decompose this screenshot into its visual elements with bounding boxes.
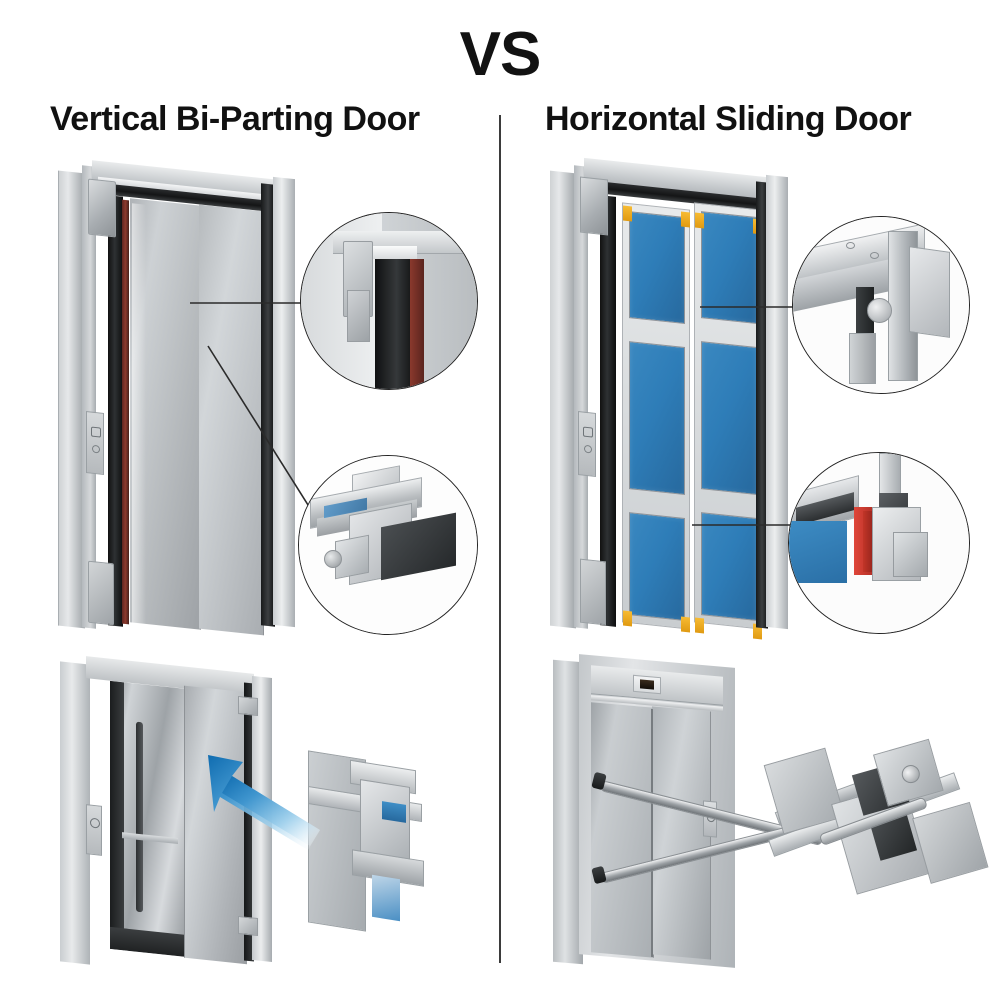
cab-handrail [136, 721, 143, 913]
orange-corner-cap [681, 616, 690, 633]
horizontal-sliding-door-assembly [550, 157, 795, 640]
detail-lower-bracket [346, 290, 370, 342]
closed-landing-door-with-operator-scene [553, 654, 989, 975]
sealing-strip [122, 199, 129, 625]
landing-door-leaf-left [591, 702, 654, 958]
bottom-left-bracket [88, 560, 114, 626]
lock-plate [86, 411, 104, 475]
glazed-leaf-left [622, 202, 690, 630]
detail-sealing-strip [410, 258, 425, 389]
detail-guide-rail [849, 333, 876, 385]
hinge-bottom [238, 915, 258, 937]
detail-bolt-hole [870, 252, 880, 260]
top-left-bracket [580, 176, 608, 236]
vs-label: VS [459, 20, 542, 89]
top-left-bracket [88, 178, 116, 238]
bottom-left-bracket [580, 558, 606, 626]
lock-plate [578, 411, 596, 477]
door-leaf-lower [199, 204, 264, 636]
vertical-bi-parting-door-assembly [58, 160, 298, 636]
blue-infill-panel [701, 512, 757, 622]
orange-corner-cap [623, 205, 632, 222]
detail-blue-panel [789, 521, 847, 583]
orange-corner-cap [695, 617, 704, 634]
detail-track-channel [374, 251, 414, 389]
door-operator-mechanism [754, 713, 996, 941]
leaf-meeting-edge [651, 708, 653, 958]
detail-retaining-clip [893, 532, 928, 578]
operator-blue-marker [382, 801, 406, 823]
blue-infill-panel [629, 211, 685, 325]
detail-rail-profile [364, 246, 418, 259]
orange-corner-cap [623, 610, 632, 627]
cab-cross-rail [122, 832, 178, 845]
floor-indicator-display [640, 679, 654, 690]
elevator-cab-interior [110, 680, 188, 958]
right-column-title: Horizontal Sliding Door [545, 100, 912, 138]
left-column-title: Vertical Bi-Parting Door [50, 100, 420, 138]
open-elevator-landing-door-scene [60, 655, 480, 975]
hinge-top [238, 695, 258, 717]
blue-infill-panel [629, 512, 685, 622]
column-divider [499, 115, 501, 963]
track-roller-detail-callout [792, 216, 970, 394]
detail-hanger-bracket [909, 245, 950, 339]
detail-roller-wheel [866, 297, 892, 323]
detail-bolt-hole [845, 241, 855, 249]
right-jamb [273, 176, 295, 628]
glazed-leaf-right [694, 202, 762, 630]
blue-infill-panel [629, 341, 685, 495]
cab-floor [110, 926, 188, 958]
cab-shadow [110, 680, 124, 951]
door-frame-left-post [58, 170, 85, 629]
door-leaf-upper [130, 198, 201, 630]
blue-infill-panel [701, 211, 757, 325]
blue-infill-panel [701, 341, 757, 495]
corner-bracket-detail-callout [300, 212, 478, 390]
orange-corner-cap [681, 211, 690, 228]
right-jamb [766, 174, 788, 630]
floor-indicator [633, 674, 661, 695]
orange-corner-cap [695, 212, 704, 229]
operator-blue-fin [372, 874, 400, 922]
door-frame-left-post [550, 170, 576, 629]
detail-axle-bolt [323, 550, 342, 569]
roller-carriage-detail-callout [298, 455, 478, 635]
panel-section-detail-callout [788, 452, 970, 634]
lock-plate [86, 804, 102, 856]
